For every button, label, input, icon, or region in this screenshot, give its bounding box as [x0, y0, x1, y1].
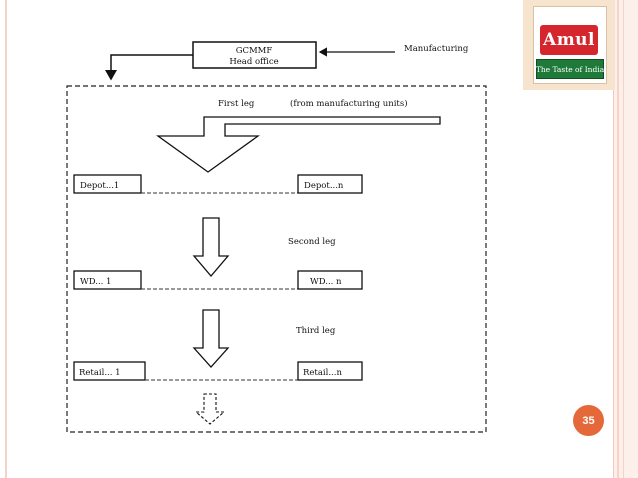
wd-last-box [297, 270, 363, 290]
retail-last-box [297, 361, 363, 381]
retail-first-label: Retail... 1 [79, 368, 121, 378]
depot-last-box [297, 174, 363, 194]
depot-first-box [73, 174, 142, 194]
wd-first-label: WD... 1 [80, 277, 111, 287]
wd-first-box [73, 270, 142, 290]
logo-brand-badge: Amul [540, 25, 598, 55]
first-leg-label: First leg [218, 99, 255, 109]
logo-panel: Amul The Taste of India [533, 6, 607, 84]
third-leg-arrow [192, 309, 230, 368]
right-decorative-band [613, 0, 638, 478]
head-office-connector [105, 54, 193, 81]
head-office-line1: GCMMF [236, 46, 273, 56]
second-leg-label: Second leg [288, 237, 336, 247]
first-leg-note: (from manufacturing units) [290, 98, 408, 109]
manufacturing-label: Manufacturing [404, 44, 469, 54]
page-number: 35 [582, 414, 595, 427]
retail-first-box [73, 361, 146, 381]
second-leg-arrow [192, 217, 230, 278]
logo-brand-text: Amul [543, 30, 595, 50]
amul-logo: Amul The Taste of India [523, 0, 615, 90]
first-leg-arrow [155, 116, 441, 173]
retail-last-label: Retail...n [303, 368, 342, 378]
logo-tagline-text: The Taste of India [535, 64, 605, 74]
logo-tagline-banner: The Taste of India [536, 59, 604, 79]
depot-first-label: Depot...1 [80, 181, 119, 191]
head-office-line2: Head office [229, 57, 278, 67]
third-leg-label: Third leg [296, 326, 336, 336]
final-leg-dashed-arrow [194, 393, 226, 425]
wd-last-label: WD... n [310, 277, 342, 287]
page-number-badge: 35 [573, 405, 604, 436]
left-decorative-rule [5, 0, 7, 478]
depot-last-label: Depot...n [304, 181, 344, 191]
network-boundary [66, 85, 487, 433]
